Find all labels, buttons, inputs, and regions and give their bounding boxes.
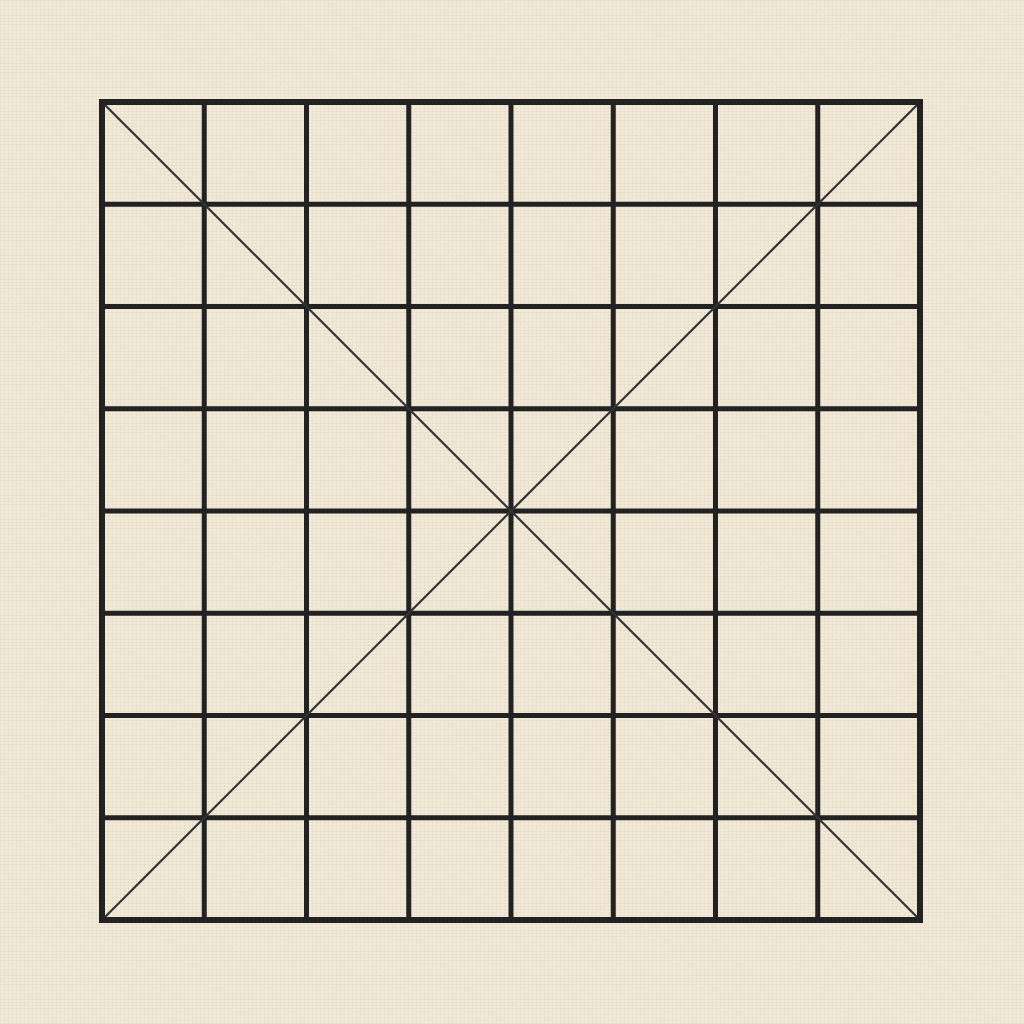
board-border: [99, 99, 923, 923]
diagonal-lines: [101, 101, 921, 921]
diagonal-line-anti: [101, 101, 921, 921]
